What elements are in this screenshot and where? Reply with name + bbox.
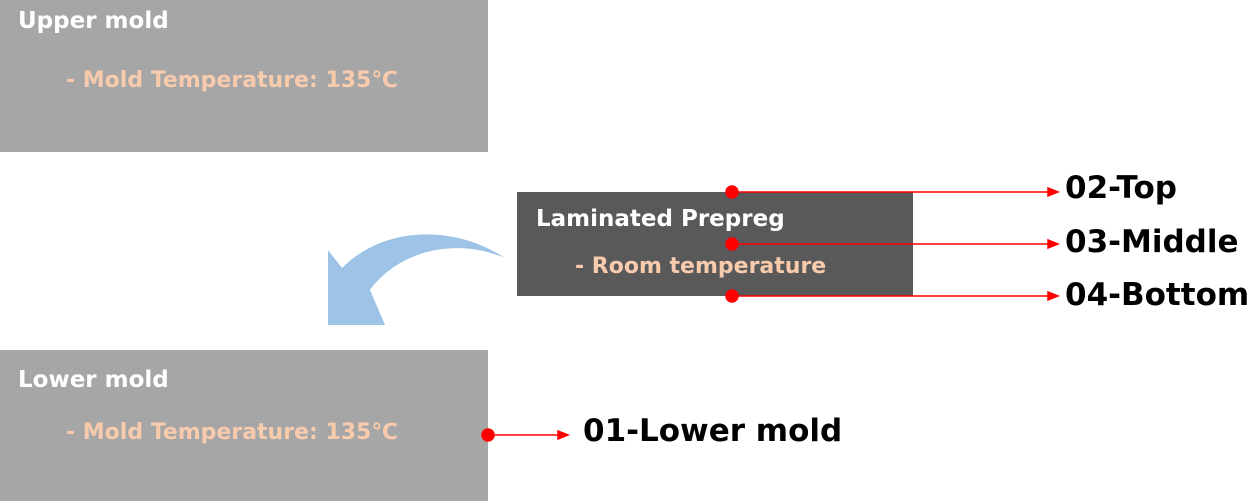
prepreg-title: Laminated Prepreg — [536, 206, 785, 232]
curved-arrow-icon — [328, 234, 505, 325]
upper-mold-box: Upper mold - Mold Temperature: 135℃ — [0, 0, 488, 152]
arrowhead-lower-mold — [557, 429, 571, 441]
upper-mold-temperature: - Mold Temperature: 135℃ — [66, 68, 399, 93]
sensor-label-middle: 03-Middle — [1065, 224, 1239, 260]
sensor-dot-top — [725, 185, 739, 199]
lower-mold-box: Lower mold - Mold Temperature: 135℃ — [0, 350, 488, 501]
sensor-label-top: 02-Top — [1065, 170, 1177, 206]
lower-mold-temperature: - Mold Temperature: 135℃ — [66, 420, 399, 445]
sensor-dot-middle — [725, 237, 739, 251]
lower-mold-title: Lower mold — [18, 367, 169, 393]
sensor-label-lower-mold: 01-Lower mold — [583, 413, 843, 449]
arrowhead-top — [1047, 186, 1061, 198]
sensor-label-bottom: 04-Bottom — [1065, 277, 1250, 313]
arrowhead-middle — [1047, 238, 1061, 250]
upper-mold-title: Upper mold — [18, 8, 169, 34]
sensor-dot-bottom — [725, 289, 739, 303]
prepreg-temperature: - Room temperature — [575, 254, 827, 279]
sensor-dot-lower-mold — [481, 428, 495, 442]
arrowhead-bottom — [1047, 290, 1061, 302]
